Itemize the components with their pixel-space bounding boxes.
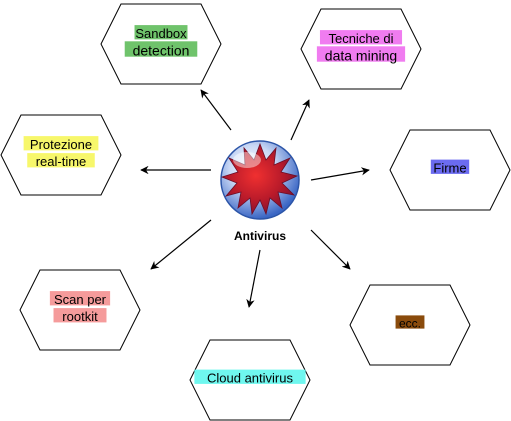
text-highlight — [27, 153, 95, 168]
text-highlight — [395, 315, 425, 329]
node-cloud: Cloud antivirus — [189, 339, 311, 421]
connector-arrows — [140, 89, 370, 308]
arrow-to-ecc — [310, 229, 351, 270]
node-label: Firme — [433, 161, 466, 176]
text-highlight — [430, 159, 470, 174]
node-label: Protezione — [30, 137, 92, 152]
arrow-to-cloud — [246, 249, 261, 308]
arrow-to-sandbox — [200, 89, 232, 131]
text-highlight — [23, 136, 99, 151]
node-label: ecc. — [399, 316, 421, 330]
arrow-to-data-mining — [290, 99, 310, 141]
text-highlight — [124, 41, 198, 57]
text-highlight — [316, 46, 406, 62]
text-highlight — [53, 308, 107, 323]
text-highlight — [49, 291, 111, 306]
text-highlight — [134, 25, 188, 40]
node-label: Cloud antivirus — [207, 371, 293, 386]
node-label: Tecniche di — [328, 31, 393, 46]
node-rootkit: Scan per rootkit — [19, 269, 141, 351]
text-highlight — [319, 30, 403, 45]
text-highlight — [194, 369, 306, 384]
arrow-to-firme — [310, 167, 370, 181]
node-ecc: ecc. — [349, 284, 471, 366]
node-firme: Firme — [389, 129, 511, 211]
node-label: real-time — [36, 154, 87, 169]
node-real-time: Protezione real-time — [0, 114, 122, 196]
node-label: detection — [133, 42, 190, 58]
virus-icon — [220, 140, 300, 220]
center-label: Antivirus — [234, 229, 286, 243]
node-label: data mining — [325, 47, 397, 63]
arrow-to-rootkit — [150, 219, 212, 270]
node-label: Sandbox — [135, 26, 187, 41]
node-label: Scan per — [54, 292, 107, 307]
node-label: rootkit — [62, 309, 98, 324]
